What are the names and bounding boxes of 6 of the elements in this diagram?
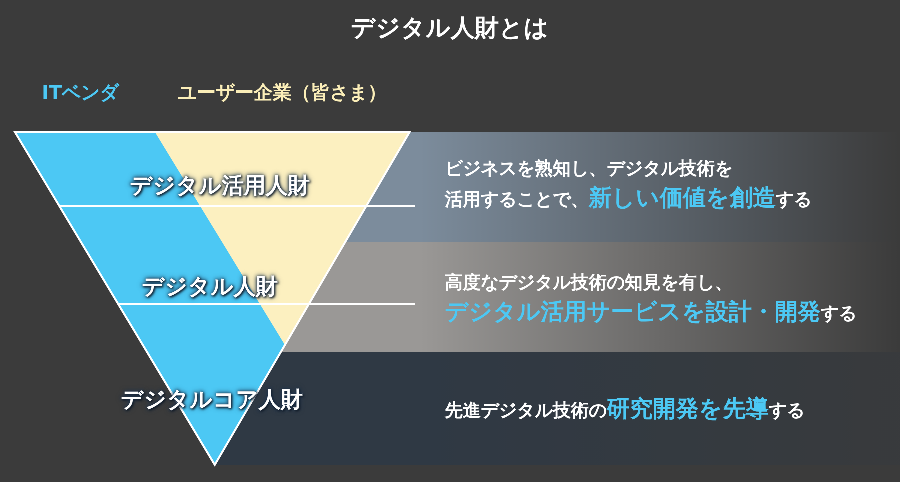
- tier-description: 高度なデジタル技術の知見を有し、デジタル活用サービスを設計・開発する: [445, 271, 857, 328]
- column-heading: ITベンダ: [42, 81, 120, 106]
- tier-description: ビジネスを熟知し、デジタル技術を活用することで、新しい価値を創造する: [445, 157, 812, 214]
- title: デジタル人財とは: [350, 13, 550, 44]
- tier-description: 先進デジタル技術の研究開発を先導する: [445, 395, 805, 424]
- column-heading: ユーザー企業（皆さま）: [178, 81, 387, 106]
